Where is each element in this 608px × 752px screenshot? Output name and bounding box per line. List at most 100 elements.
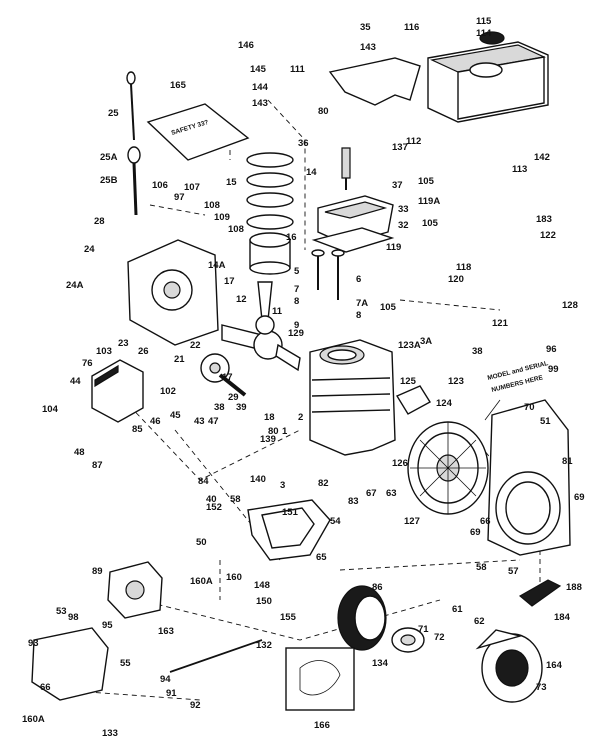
- callout-151: 151: [282, 507, 299, 518]
- callout-124: 124: [436, 398, 453, 409]
- callout-143a: 143: [360, 42, 376, 53]
- callout-57: 57: [508, 566, 519, 577]
- callout-43: 43: [194, 416, 205, 427]
- gasket-32: [311, 227, 395, 253]
- callout-105b: 105: [422, 218, 439, 229]
- callout-86: 86: [372, 582, 383, 593]
- callout-26: 26: [138, 346, 149, 357]
- callout-58a: 58: [230, 494, 241, 505]
- callout-51: 51: [540, 416, 551, 427]
- starter-hub-134: [391, 627, 425, 653]
- connecting-rod-12: [255, 281, 275, 335]
- callout-44: 44: [70, 376, 81, 387]
- callout-128: 128: [562, 300, 578, 311]
- callout-85: 85: [132, 424, 143, 435]
- callout-119b: 119: [386, 242, 401, 253]
- callout-146: 146: [238, 40, 254, 51]
- callout-55: 55: [120, 658, 131, 669]
- callout-108a: 108: [204, 200, 220, 211]
- callout-63: 63: [386, 488, 397, 499]
- callout-80: 80: [318, 106, 329, 117]
- callout-99: 99: [548, 364, 559, 375]
- callout-119a: 119A: [418, 196, 440, 207]
- callout-14a: 14A: [208, 260, 226, 271]
- ignition-module-123: [395, 385, 431, 415]
- callout-150: 150: [256, 596, 272, 607]
- callout-54: 54: [330, 516, 341, 527]
- throttle-link-132: [169, 639, 263, 673]
- callout-15: 15: [226, 177, 237, 188]
- callout-7a: 7A: [356, 298, 368, 309]
- muffler-103: [91, 359, 144, 423]
- callout-83: 83: [348, 496, 359, 507]
- callout-66: 66: [480, 516, 491, 527]
- blower-housing-70: [487, 399, 571, 556]
- callout-123a: 123A: [398, 340, 421, 351]
- callout-21: 21: [174, 354, 185, 365]
- callout-1: 1: [282, 426, 288, 437]
- callout-47: 47: [208, 416, 219, 427]
- callout-105c: 105: [380, 302, 397, 313]
- air-cleaner-assembly: [427, 31, 549, 123]
- callout-120: 120: [448, 274, 464, 285]
- callout-114: 114: [476, 28, 492, 39]
- cylinder-block-1: [309, 339, 396, 456]
- callout-38b: 38: [214, 402, 225, 413]
- callout-95: 95: [102, 620, 113, 631]
- callout-160b: 160A: [22, 714, 45, 725]
- callout-112: 112: [406, 136, 421, 147]
- callout-122: 122: [540, 230, 556, 241]
- callout-91: 91: [166, 688, 177, 699]
- callout-37: 37: [392, 180, 403, 191]
- callout-17b: 17: [222, 372, 233, 383]
- callout-8b: 8: [356, 310, 361, 321]
- piston-rings-15: [246, 152, 294, 230]
- callout-164: 164: [546, 660, 563, 671]
- callout-25: 25: [108, 108, 119, 119]
- callout-148: 148: [254, 580, 270, 591]
- callout-163: 163: [158, 626, 174, 637]
- decal-166: [285, 647, 355, 711]
- flywheel-127: [407, 421, 489, 515]
- callout-17a: 17: [224, 276, 235, 287]
- callout-40: 40: [206, 494, 217, 505]
- callout-66b: 66: [40, 682, 51, 693]
- callout-118: 118: [456, 262, 471, 273]
- callout-140: 140: [250, 474, 266, 485]
- callout-89: 89: [92, 566, 103, 577]
- callout-96: 96: [546, 344, 557, 355]
- spark-plug-137: [341, 147, 351, 190]
- callout-94: 94: [160, 674, 171, 685]
- callout-121: 121: [492, 318, 509, 329]
- crankshaft-11: [221, 324, 301, 372]
- callout-labels: 116351431151141461451441431111652525A25B…: [22, 16, 585, 739]
- breather-bracket-111: [328, 57, 421, 106]
- callout-6: 6: [356, 274, 361, 285]
- callout-23: 23: [118, 338, 129, 349]
- callout-104: 104: [42, 404, 59, 415]
- callout-11: 11: [272, 306, 283, 317]
- callout-145: 145: [250, 64, 267, 75]
- callout-62: 62: [474, 616, 485, 627]
- callout-45: 45: [170, 410, 181, 421]
- callout-3b: 3: [280, 480, 285, 491]
- callout-111: 111: [290, 64, 306, 75]
- callout-16: 16: [286, 232, 297, 243]
- callout-108b: 108: [228, 224, 244, 235]
- callout-144: 144: [252, 82, 269, 93]
- callout-8a: 8: [294, 296, 299, 307]
- callout-166: 166: [314, 720, 330, 731]
- callout-184: 184: [554, 612, 571, 623]
- callout-125: 125: [400, 376, 417, 387]
- callout-106: 106: [152, 180, 168, 191]
- callout-97: 97: [174, 192, 185, 203]
- callout-53: 53: [56, 606, 67, 617]
- starter-handle-188: [518, 579, 562, 607]
- crankcase-cover-23: [127, 239, 219, 346]
- valves: [311, 249, 345, 300]
- shroud-151: [247, 499, 331, 561]
- callout-123: 123: [448, 376, 464, 387]
- callout-22: 22: [190, 340, 201, 351]
- callout-76: 76: [82, 358, 93, 369]
